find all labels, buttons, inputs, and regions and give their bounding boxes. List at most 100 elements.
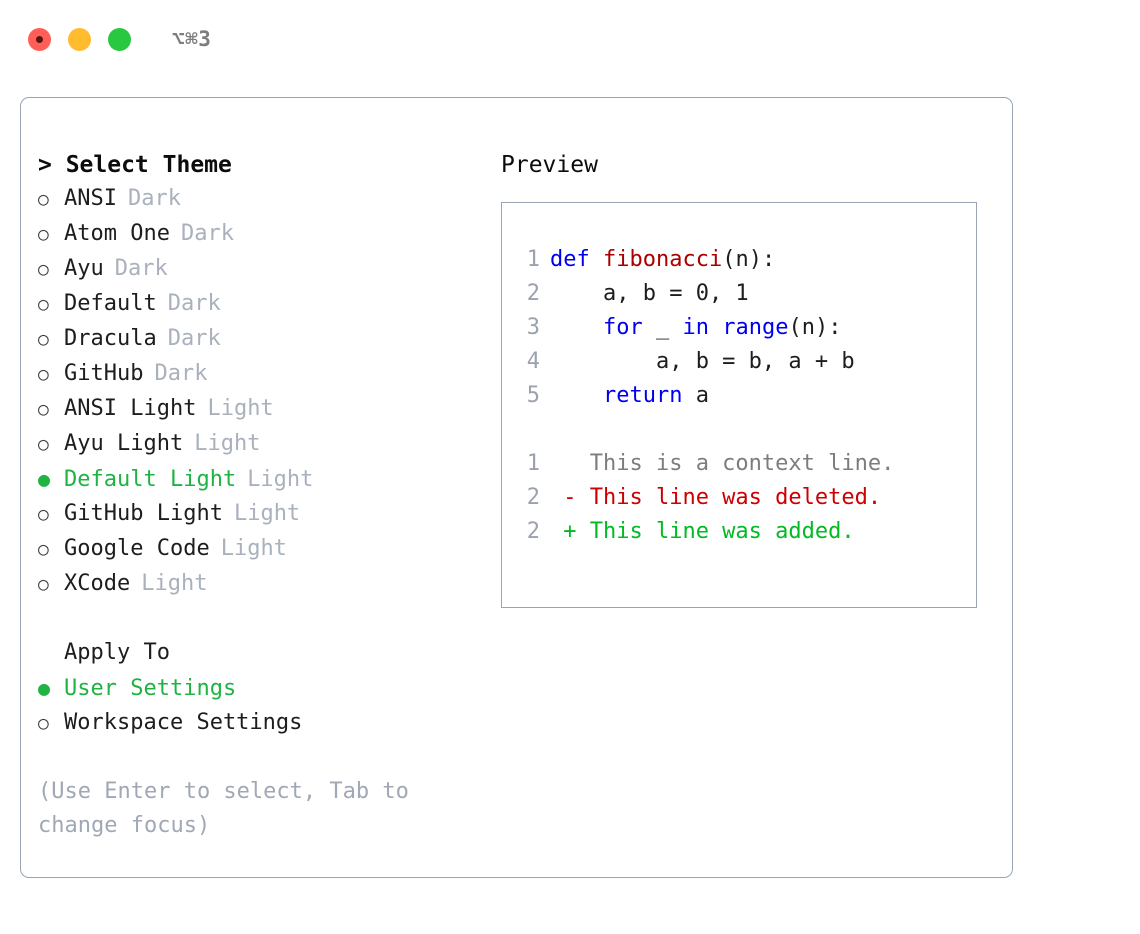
select-theme-header: > Select Theme xyxy=(38,152,232,178)
token-pl: a xyxy=(682,383,709,408)
theme-option-tag: Dark xyxy=(167,326,221,351)
theme-option-xcode[interactable]: ○ XCode Light xyxy=(38,567,478,602)
theme-option-default[interactable]: ○ Default Dark xyxy=(38,287,478,322)
radio-unselected-icon: ○ xyxy=(38,364,49,385)
theme-option-label: XCode xyxy=(64,571,131,596)
code-line-text: for _ in range(n): xyxy=(550,311,841,345)
code-line-text: a, b = b, a + b xyxy=(550,345,855,379)
apply-to-option-workspace-settings[interactable]: ○Workspace Settings xyxy=(38,706,478,741)
radio-unselected-icon: ○ xyxy=(38,434,49,455)
token-pl: a, b = b, a + b xyxy=(550,349,855,374)
apply-to-option-list[interactable]: ● User Settings ○Workspace Settings xyxy=(38,671,478,741)
line-number: 2 xyxy=(526,485,540,510)
diff-line-text: This is a context line. xyxy=(550,447,895,481)
minimize-button[interactable] xyxy=(68,27,91,51)
diff-sample: 1 This is a context line.2 - This line w… xyxy=(514,447,970,549)
theme-option-label: Atom One xyxy=(64,221,170,246)
line-number: 5 xyxy=(526,383,540,408)
apply-to-option-label: User Settings xyxy=(64,676,237,701)
theme-option-label: Default Light xyxy=(64,467,237,492)
keyboard-shortcut-label: ⌥⌘3 xyxy=(172,26,212,51)
radio-unselected-icon: ○ xyxy=(38,399,49,420)
apply-to-header-row: ○ Apply To xyxy=(38,636,478,671)
theme-option-label: Dracula xyxy=(64,326,157,351)
diff-line: 1 This is a context line. xyxy=(514,447,970,481)
line-number: 1 xyxy=(526,451,540,476)
theme-option-atom-one[interactable]: ○ Atom One Dark xyxy=(38,217,478,252)
token-fn: fibonacci xyxy=(602,247,723,272)
theme-option-tag: Dark xyxy=(167,291,221,316)
theme-option-ayu-light[interactable]: ○ Ayu Light Light xyxy=(38,427,478,462)
maximize-button[interactable] xyxy=(108,27,131,51)
token-pl: (n): xyxy=(788,315,842,340)
line-number: 2 xyxy=(526,519,540,544)
radio-unselected-icon: ○ xyxy=(38,294,49,315)
theme-option-tag: Light xyxy=(247,467,314,492)
theme-option-tag: Light xyxy=(233,501,301,526)
radio-unselected-icon: ○ xyxy=(38,713,49,734)
token-kw: in xyxy=(682,315,709,340)
token-pl: _ xyxy=(642,315,683,340)
theme-option-label: Ayu Light xyxy=(64,431,184,456)
theme-option-label: GitHub Light xyxy=(64,501,223,526)
code-line-text: a, b = 0, 1 xyxy=(550,277,749,311)
radio-unselected-icon: ○ xyxy=(38,259,49,280)
code-line-text: def fibonacci(n): xyxy=(550,243,775,277)
theme-option-label: Ayu xyxy=(64,256,104,281)
token-kw: range xyxy=(722,315,789,340)
code-line-text: return a xyxy=(550,379,709,413)
theme-option-tag: Light xyxy=(194,431,261,456)
token-ctx: This is a context line. xyxy=(550,451,895,476)
apply-to-option-user-settings[interactable]: ● User Settings xyxy=(38,671,478,706)
token-pl xyxy=(550,383,603,408)
theme-option-tag: Light xyxy=(220,536,287,561)
radio-unselected-icon: ○ xyxy=(38,189,49,210)
close-button[interactable] xyxy=(28,27,51,51)
code-line: 5 return a xyxy=(514,379,970,413)
diff-line-text: - This line was deleted. xyxy=(550,481,881,515)
radio-unselected-icon: ○ xyxy=(38,574,49,595)
keyboard-hint-text: (Use Enter to select, Tab to change focu… xyxy=(38,779,409,838)
theme-option-label: ANSI xyxy=(64,186,117,211)
theme-option-tag: Light xyxy=(141,571,208,596)
line-number: 3 xyxy=(526,315,540,340)
code-diff-separator xyxy=(514,413,970,447)
token-kw: def xyxy=(550,247,603,272)
token-kw: for xyxy=(602,315,643,340)
preview-header: Preview xyxy=(501,152,598,178)
theme-option-label: Default xyxy=(64,291,157,316)
theme-option-tag: Dark xyxy=(127,186,181,211)
code-line: 1 def fibonacci(n): xyxy=(514,243,970,277)
radio-unselected-icon: ○ xyxy=(38,539,49,560)
token-kw: return xyxy=(602,383,683,408)
token-pl: (n): xyxy=(722,247,776,272)
token-add: + This line was added. xyxy=(550,519,855,544)
line-number: 1 xyxy=(526,247,540,272)
list-spacer xyxy=(38,602,478,636)
diff-line: 2 - This line was deleted. xyxy=(514,481,970,515)
code-line: 3 for _ in range(n): xyxy=(514,311,970,345)
theme-option-tag: Dark xyxy=(154,361,208,386)
traffic-light-buttons xyxy=(28,27,131,51)
radio-selected-icon: ● xyxy=(38,676,51,700)
diff-line: 2 + This line was added. xyxy=(514,515,970,549)
token-pl xyxy=(709,315,722,340)
theme-option-label: ANSI Light xyxy=(64,396,197,421)
apply-to-header: Apply To xyxy=(64,640,170,665)
theme-option-ansi[interactable]: ○ ANSI Dark xyxy=(38,182,478,217)
theme-option-tag: Dark xyxy=(180,221,234,246)
radio-unselected-icon: ○ xyxy=(38,224,49,245)
